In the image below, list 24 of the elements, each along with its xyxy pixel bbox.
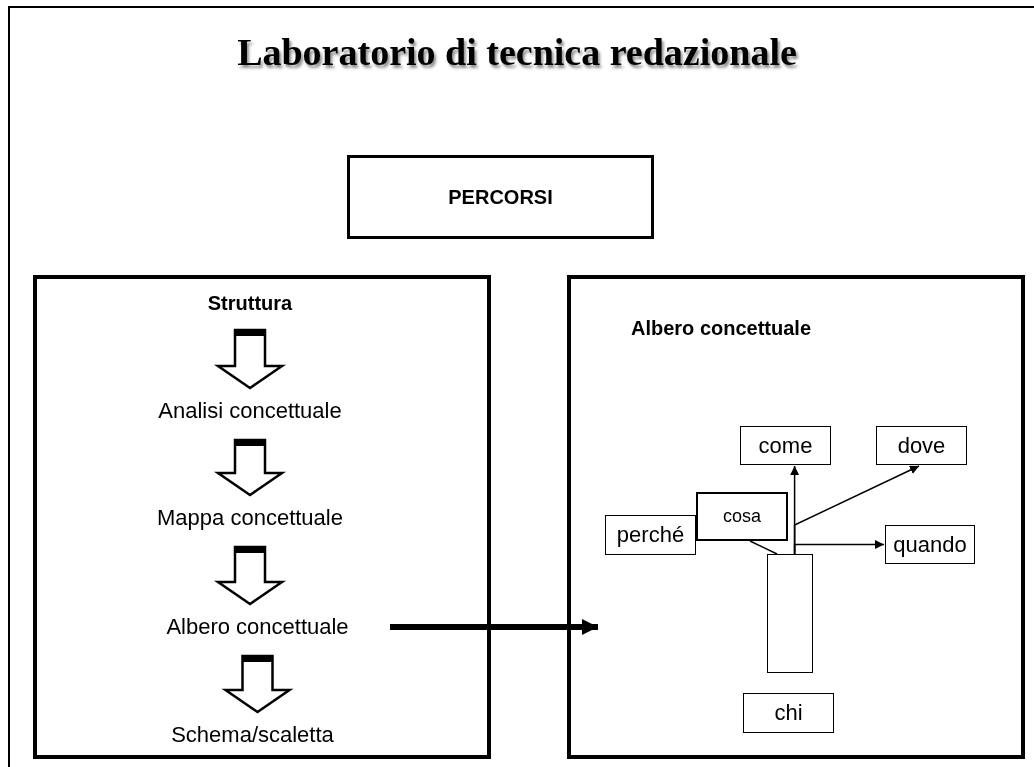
- heading-box: PERCORSI: [347, 155, 654, 239]
- step-label: Analisi concettuale: [150, 396, 350, 426]
- trunk-bar: [767, 554, 813, 673]
- step-label: Albero concettuale: [125, 612, 390, 642]
- block-arrow: [213, 438, 287, 497]
- concept-box: quando: [885, 525, 975, 564]
- step-label: Schema/scaletta: [165, 720, 340, 750]
- concept-box: come: [740, 426, 831, 465]
- concept-box: cosa: [696, 492, 788, 541]
- block-arrow: [213, 328, 287, 390]
- arrow: [390, 619, 598, 635]
- panel: [567, 275, 1025, 759]
- step-label: Mappa concettuale: [150, 503, 350, 533]
- concept-box: perché: [605, 515, 696, 555]
- panel-heading: Albero concettuale: [631, 317, 812, 340]
- panel: [33, 275, 491, 759]
- title: Laboratorio di tecnica redazionale: [236, 30, 798, 74]
- step-label: Struttura: [200, 290, 300, 316]
- concept-box: dove: [876, 426, 967, 465]
- concept-box: chi: [743, 693, 834, 733]
- block-arrow: [213, 545, 287, 606]
- block-arrow: [221, 654, 294, 714]
- arrow: [793, 540, 885, 555]
- connector-line: [749, 540, 778, 555]
